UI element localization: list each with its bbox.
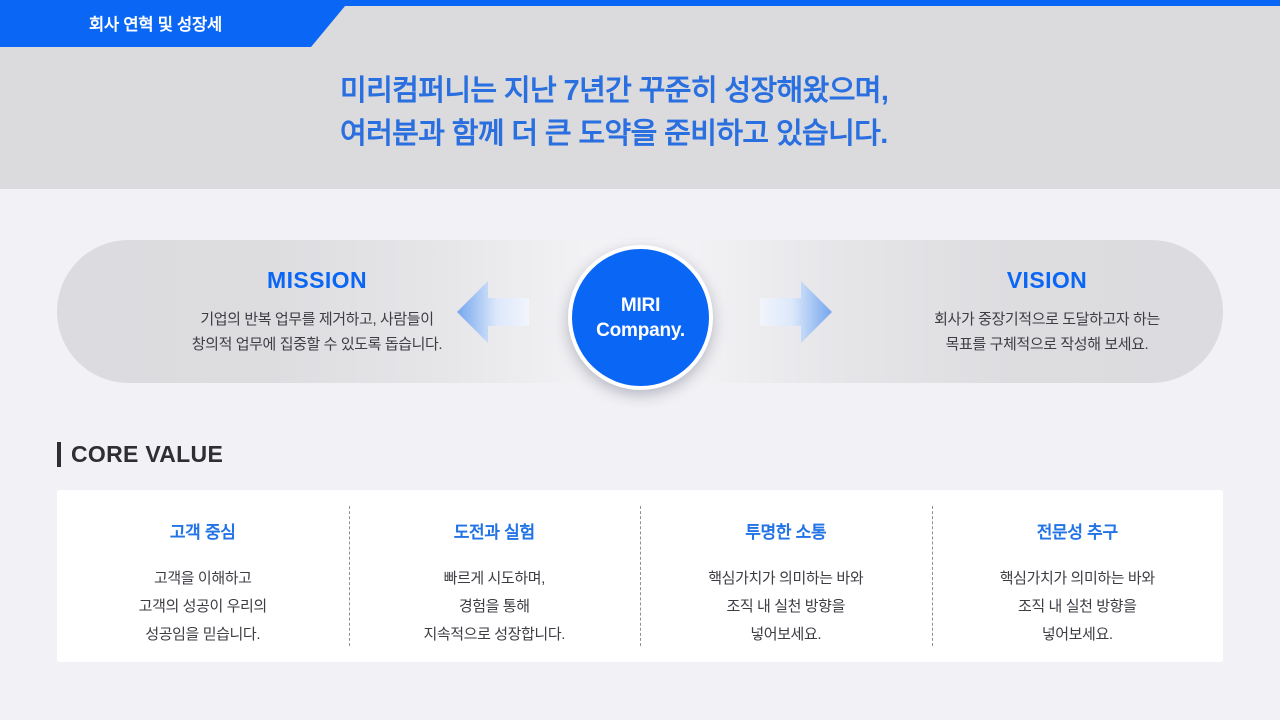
section-tab-label: 회사 연혁 및 성장세 [89,16,222,34]
company-badge-line-2: Company. [596,319,685,341]
core-value-card: 고객 중심 고객을 이해하고 고객의 성공이 우리의 성공임을 믿습니다. 도전… [57,490,1223,662]
mission-title: MISSION [267,266,367,293]
core-value-item-1-line-1: 고객을 이해하고 [153,570,252,587]
core-value-item-3-line-1: 핵심가치가 의미하는 바와 [708,570,864,587]
mission-description: 기업의 반복 업무를 제거하고, 사람들이 창의적 업무에 집중할 수 있도록 … [191,307,443,357]
core-value-item-4-description: 핵심가치가 의미하는 바와 조직 내 실천 방향을 넣어보세요. [1000,565,1155,649]
headline-line-1: 미리컴퍼니는 지난 7년간 꾸준히 성장해왔으며, [340,75,889,107]
core-value-item-4-line-2: 조직 내 실천 방향을 [1017,598,1137,615]
arrow-right-icon [760,281,832,343]
core-value-item-1-title: 고객 중심 [169,523,236,542]
core-value-item-3-title: 투명한 소통 [745,523,827,542]
core-value-item-3-line-2: 조직 내 실천 방향을 [726,598,845,615]
core-value-heading: CORE VALUE [57,441,223,468]
vision-description-line-2: 목표를 구체적으로 작성해 보세요. [945,335,1149,353]
core-value-item-2-description: 빠르게 시도하며, 경험을 통해 지속적으로 성장합니다. [423,565,565,649]
core-value-item-1: 고객 중심 고객을 이해하고 고객의 성공이 우리의 성공임을 믿습니다. [57,490,349,662]
company-badge-line-1: MIRI [620,294,661,316]
mission-block: MISSION 기업의 반복 업무를 제거하고, 사람들이 창의적 업무에 집중… [117,240,517,383]
vision-block: VISION 회사가 중장기적으로 도달하고자 하는 목표를 구체적으로 작성해… [847,240,1247,383]
core-value-item-4-title: 전문성 추구 [1036,523,1118,542]
top-accent-rule [0,0,1280,6]
headline-line-2: 여러분과 함께 더 큰 도약을 준비하고 있습니다. [340,118,888,150]
company-badge: MIRI Company. [568,245,713,390]
core-value-item-2-title: 도전과 실험 [453,523,535,542]
core-value-item-1-line-2: 고객의 성공이 우리의 [138,598,268,615]
vision-title: VISION [1006,266,1088,293]
headline: 미리컴퍼니는 지난 7년간 꾸준히 성장해왔으며, 여러분과 함께 더 큰 도약… [340,70,1240,156]
core-value-item-4-line-3: 넣어보세요. [1041,626,1113,643]
vision-description: 회사가 중장기적으로 도달하고자 하는 목표를 구체적으로 작성해 보세요. [934,307,1160,357]
core-value-item-2-line-2: 경험을 통해 [458,598,530,615]
core-value-item-3: 투명한 소통 핵심가치가 의미하는 바와 조직 내 실천 방향을 넣어보세요. [640,490,932,662]
core-value-item-2: 도전과 실험 빠르게 시도하며, 경험을 통해 지속적으로 성장합니다. [348,490,641,662]
core-value-item-1-description: 고객을 이해하고 고객의 성공이 우리의 성공임을 믿습니다. [138,565,268,649]
section-tab: 회사 연혁 및 성장세 [0,0,350,47]
core-value-item-4: 전문성 추구 핵심가치가 의미하는 바와 조직 내 실천 방향을 넣어보세요. [931,490,1224,662]
arrow-left-icon [457,281,529,343]
core-value-item-3-description: 핵심가치가 의미하는 바와 조직 내 실천 방향을 넣어보세요. [708,565,863,649]
mission-description-line-1: 기업의 반복 업무를 제거하고, 사람들이 [200,310,434,328]
core-value-item-2-line-1: 빠르게 시도하며, [443,570,546,587]
heading-accent-bar [57,442,61,467]
core-value-item-1-line-3: 성공임을 믿습니다. [145,626,261,643]
vision-description-line-1: 회사가 중장기적으로 도달하고자 하는 [934,310,1160,328]
core-value-item-2-line-3: 지속적으로 성장합니다. [423,626,566,643]
mission-description-line-2: 창의적 업무에 집중할 수 있도록 돕습니다. [191,335,443,353]
core-value-heading-label: CORE VALUE [71,441,224,467]
core-value-item-4-line-1: 핵심가치가 의미하는 바와 [999,570,1155,587]
core-value-item-3-line-3: 넣어보세요. [750,626,822,643]
